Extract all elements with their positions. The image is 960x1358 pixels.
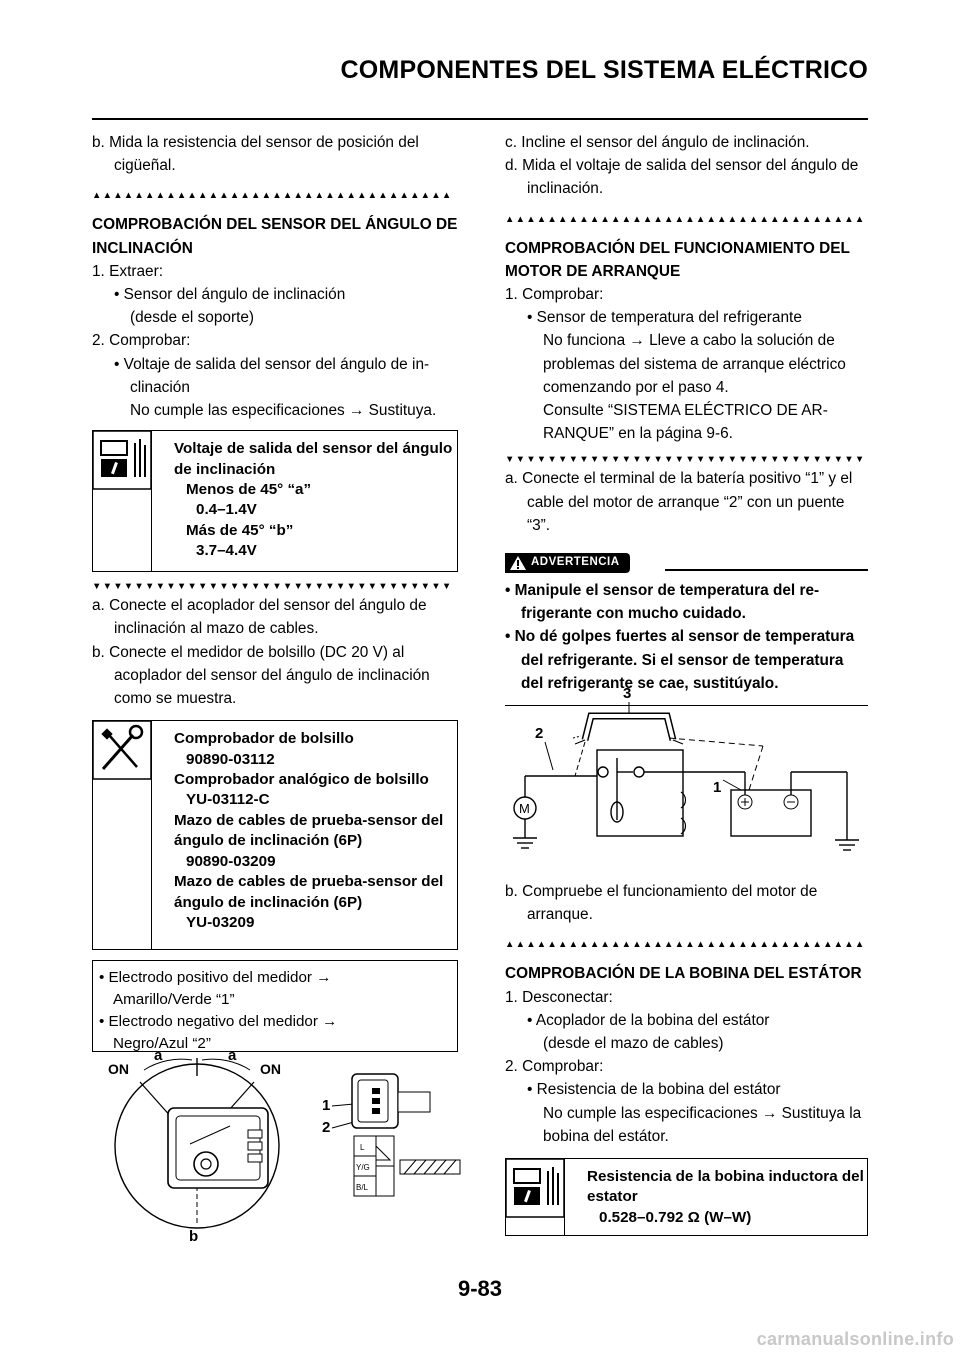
s1-step1: 1. Extraer:: [92, 262, 163, 280]
label-1-right: 1: [713, 779, 721, 796]
warning-text: • Manipule el sensor de temperatura del …: [505, 579, 868, 707]
step-b: b. Mida la resistencia del sensor de pos…: [92, 134, 419, 175]
warning-badge: ADVERTENCIA: [505, 553, 630, 574]
section-title-tilt-sensor: COMPROBACIÓN DEL SENSOR DEL ÁN­GULO DE I…: [92, 216, 458, 257]
warning-label: ADVERTENCIA: [531, 556, 620, 569]
label-2: 2: [322, 1119, 330, 1136]
tool-box: Comprobador de bolsillo 90890-03112 Comp…: [92, 720, 458, 951]
label-b: b: [189, 1228, 198, 1245]
s1-bullet1-cont: (desde el soporte): [130, 309, 255, 327]
tool-l6: 90890-03209: [186, 852, 276, 870]
s1-step2: 2. Comprobar:: [92, 332, 191, 350]
starter-circuit-diagram: 3 2 1 M: [513, 685, 859, 851]
meter-spec-icon: [93, 431, 152, 572]
section-title-starter: COMPROBACIÓN DEL FUNCIONAMIENTO DEL MOTO…: [505, 239, 850, 280]
tool-l3: Comprobador analógico de bol­sillo: [174, 771, 429, 789]
tool-l4: YU-03112-C: [186, 791, 270, 809]
wire-label-bl: B/L: [356, 1183, 369, 1192]
label-1: 1: [322, 1097, 330, 1114]
right-column-lower: b. Compruebe el funcionamiento del motor…: [505, 880, 868, 1237]
s3-bullet1-cont: (desde el mazo de cables): [543, 1035, 724, 1053]
warning-item-1: • Manipule el sensor de temperatura del …: [505, 582, 820, 623]
triangle-divider-up-right: ▲▲▲▲▲▲▲▲▲▲▲▲▲▲▲▲▲▲▲▲▲▲▲▲▲▲▲▲▲▲▲▲▲▲: [505, 213, 866, 225]
tilt-sensor-diagram: ON ON a a b 1 2 L Y/G B/L: [108, 1047, 461, 1245]
triangle-divider-down-right: ▼▼▼▼▼▼▼▼▼▼▼▼▼▼▼▼▼▼▼▼▼▼▼▼▼▼▼▼▼▼▼▼▼▼: [505, 454, 866, 466]
tool-l5: Mazo de cables de prueba-sensor del ángu…: [174, 811, 444, 850]
title-rule: [92, 118, 868, 120]
s3-bullet1: • Acoplador de la bobina del estátor: [527, 1011, 770, 1029]
tool-l8: YU-03209: [186, 913, 255, 931]
triangle-divider-up: ▲▲▲▲▲▲▲▲▲▲▲▲▲▲▲▲▲▲▲▲▲▲▲▲▲▲▲▲▲▲▲▲▲▲: [92, 190, 453, 202]
warning-header: ADVERTENCIA: [505, 547, 868, 579]
triangle-divider-up-right-2: ▲▲▲▲▲▲▲▲▲▲▲▲▲▲▲▲▲▲▲▲▲▲▲▲▲▲▲▲▲▲▲▲▲▲: [505, 939, 866, 951]
s1-bullet2-cont: No cumple las especificaciones → Susti­t…: [130, 402, 437, 420]
probe-box: • Electrodo positivo del medidor → Amari…: [92, 960, 458, 1053]
spec-line2: 0.4–1.4V: [196, 501, 257, 519]
s1-bullet2: • Voltaje de salida del sensor del ángul…: [114, 355, 430, 396]
meter-spec-icon-2: [506, 1159, 565, 1236]
tool-l2: 90890-03112: [186, 750, 275, 768]
probe-l4: Negro/Azul “2”: [113, 1035, 211, 1053]
warning-icon: [510, 556, 526, 571]
spec-box-stator: Resistencia de la bobina inducto­ra del …: [505, 1158, 868, 1237]
label-3: 3: [623, 685, 631, 702]
page-number: 9-83: [457, 1276, 503, 1301]
step-b3: b. Compruebe el funcionamiento del motor…: [505, 883, 818, 924]
label-on-right: ON: [260, 1061, 281, 1077]
step-d: d. Mida el voltaje de salida del sensor …: [505, 157, 859, 198]
probe-l2: Amarillo/Verde “1”: [113, 991, 235, 1009]
motor-label: M: [519, 801, 530, 816]
s3-bullet2: • Resistencia de la bobina del estátor: [527, 1081, 781, 1099]
tool-l7: Mazo de cables de prueba-sensor del ángu…: [174, 873, 444, 911]
s2-cont2: Consulte “SISTEMA ELÉCTRICO DE AR­RANQUE…: [543, 402, 828, 443]
stator-spec-line1: 0.528–0.792 Ω (W–W): [599, 1208, 752, 1226]
spec-box-voltage: Voltaje de salida del sensor del án­gulo…: [92, 430, 458, 573]
warning-item-2: • No dé golpes fuertes al sensor de temp…: [505, 628, 855, 692]
section-title-stator: COMPROBACIÓN DE LA BOBINA DEL ES­TÁTOR: [505, 965, 862, 983]
spec-line4: 3.7–4.4V: [196, 542, 257, 560]
probe-l1: • Electrodo positivo del medidor →: [99, 969, 332, 987]
right-column: c. Incline el sensor del ángulo de incli…: [505, 131, 868, 707]
wrench-screwdriver-icon: [93, 721, 152, 950]
label-a-left: a: [154, 1047, 163, 1064]
tool-l1: Comprobador de bolsillo: [174, 730, 354, 748]
spec-line1: Menos de 45° “a”: [186, 481, 312, 499]
step-b2: b. Conecte el medidor de bolsillo (DC 20…: [92, 643, 430, 708]
step-a3: a. Conecte el terminal de la batería pos…: [505, 470, 853, 534]
wire-label-yg: Y/G: [356, 1163, 370, 1172]
wire-label-l: L: [360, 1143, 365, 1152]
footer-watermark-url: carmanualsonline.info: [756, 1329, 954, 1349]
s3-step2: 2. Comprobar:: [505, 1058, 604, 1076]
spec-line3: Más de 45° “b”: [186, 521, 294, 539]
stator-spec-title: Resistencia de la bobina inducto­ra del …: [587, 1168, 864, 1206]
s3-step1: 1. Desconectar:: [505, 988, 613, 1006]
probe-l3: • Electrodo negativo del medidor →: [99, 1013, 338, 1031]
step-a2: a. Conecte el acoplador del sensor del á…: [92, 597, 427, 638]
label-on-left: ON: [108, 1061, 129, 1077]
spec-title: Voltaje de salida del sensor del án­gulo…: [174, 440, 453, 478]
page-title: COMPONENTES DEL SISTEMA ELÉCTRICO: [340, 56, 868, 84]
s1-bullet1: • Sensor del ángulo de inclinación: [114, 286, 346, 304]
warning-rule: [665, 569, 868, 571]
left-column: b. Mida la resistencia del sensor de pos…: [92, 131, 458, 1053]
label-2-right: 2: [535, 725, 543, 742]
s3-bullet2-cont: No cumple las especificaciones → Sustitu…: [543, 1104, 862, 1145]
s2-cont1: No funciona → Lleve a cabo la solución d…: [543, 332, 846, 396]
step-c: c. Incline el sensor del ángulo de incli…: [505, 134, 810, 151]
label-a-right: a: [228, 1047, 237, 1064]
s2-bullet1: • Sensor de temperatura del refrigerante: [527, 309, 802, 327]
triangle-divider-down: ▼▼▼▼▼▼▼▼▼▼▼▼▼▼▼▼▼▼▼▼▼▼▼▼▼▼▼▼▼▼▼▼▼▼: [92, 581, 453, 593]
s2-step1: 1. Comprobar:: [505, 286, 604, 304]
